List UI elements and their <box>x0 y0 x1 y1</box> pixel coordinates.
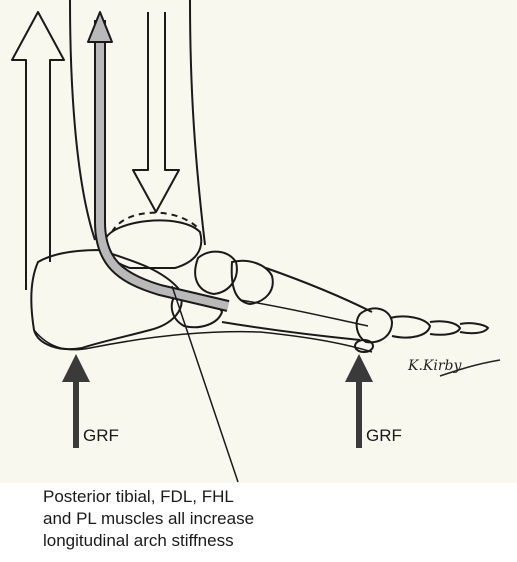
metatarsal-middle <box>240 300 368 326</box>
talus-bone <box>104 220 201 268</box>
achilles-tension-arrow <box>12 12 64 290</box>
leg-outline-anterior <box>190 0 205 245</box>
tendon-arrowhead <box>88 12 112 42</box>
metatarsal-upper <box>266 268 372 312</box>
artist-signature: K.Kirby <box>408 358 461 374</box>
caption-line-1: Posterior tibial, FDL, FHL <box>43 486 463 508</box>
grf-label-heel: GRF <box>83 425 119 446</box>
grf-label-forefoot: GRF <box>366 425 402 446</box>
caption-line-3: longitudinal arch stiffness <box>43 530 463 552</box>
navicular-bone <box>195 252 237 294</box>
plantar-outline <box>34 330 372 352</box>
proximal-phalanx <box>390 316 430 337</box>
caption-line-2: and PL muscles all increase <box>43 508 463 530</box>
middle-phalanx <box>430 321 460 335</box>
distal-phalanx <box>460 323 488 333</box>
body-weight-arrow <box>133 12 179 212</box>
talar-dome-dashed <box>112 213 198 232</box>
diagram-caption: Posterior tibial, FDL, FHL and PL muscle… <box>43 486 463 552</box>
caption-leader-line <box>172 286 238 482</box>
